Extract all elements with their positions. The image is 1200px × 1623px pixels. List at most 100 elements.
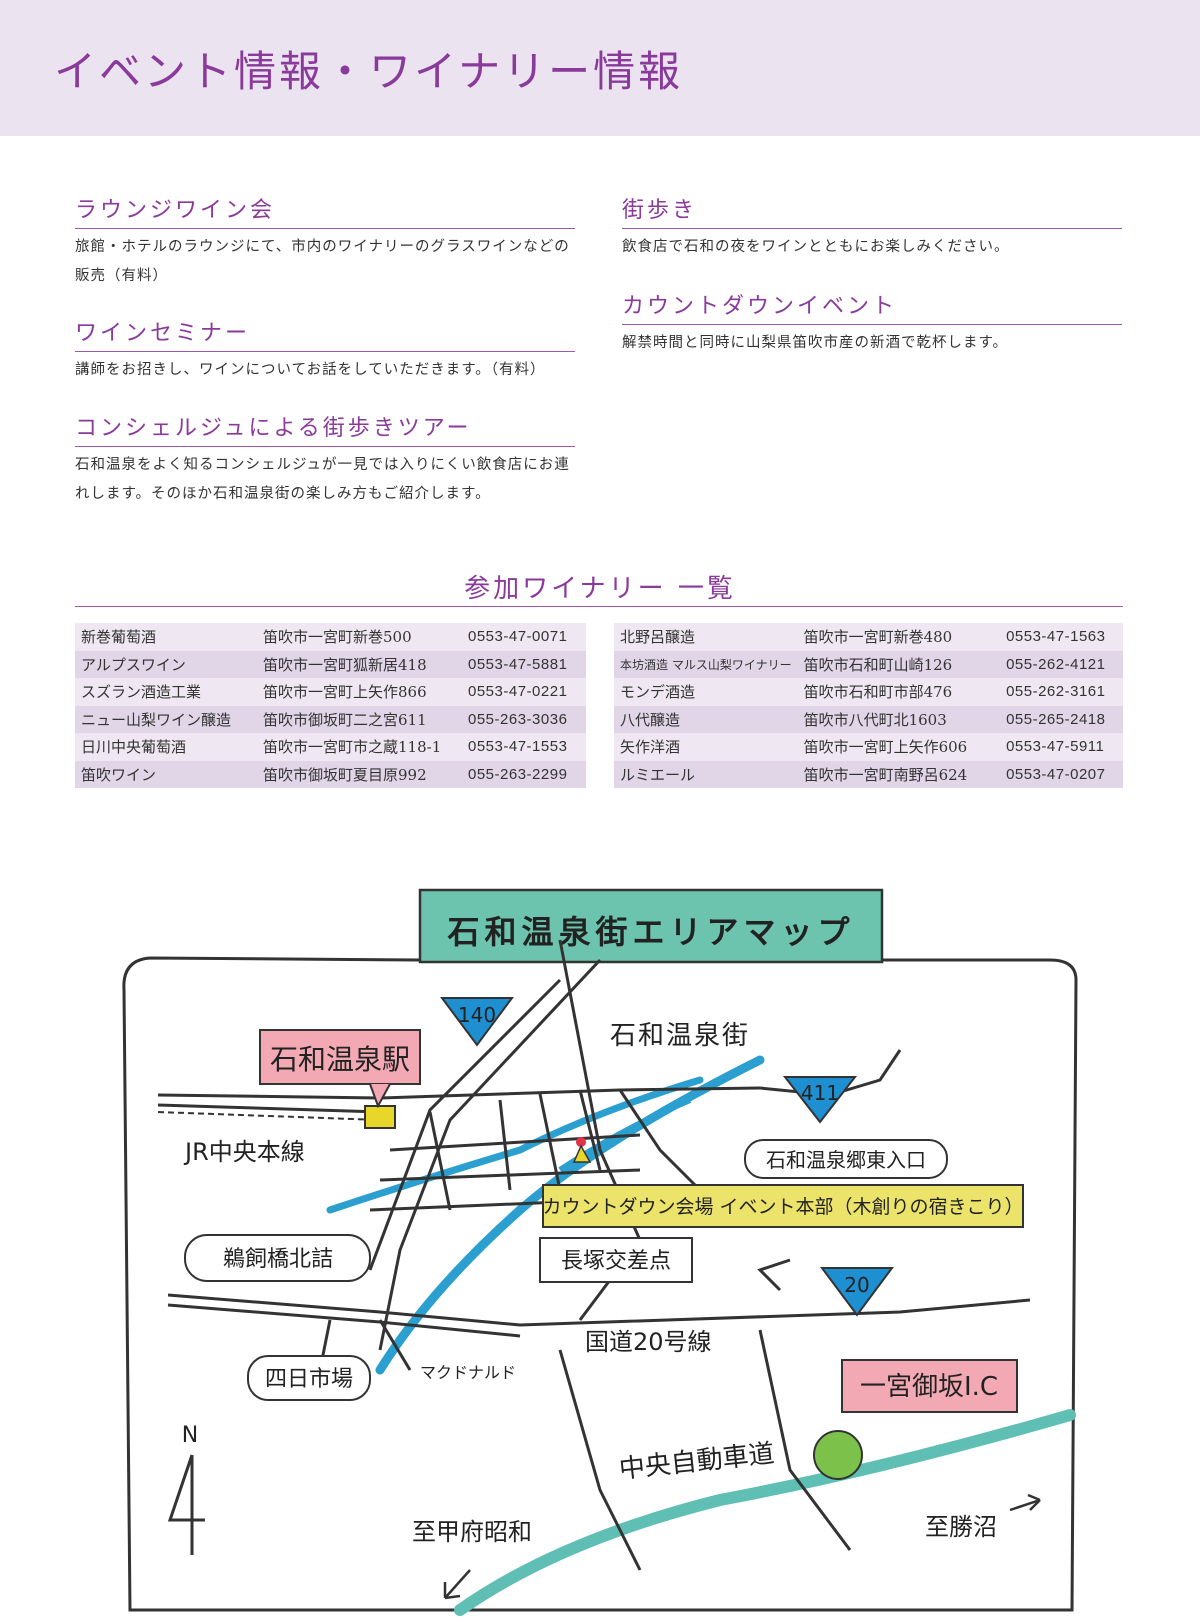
to-kofu-label: 至甲府昭和: [412, 1518, 532, 1546]
expressway-label: 中央自動車道: [618, 1439, 776, 1485]
event-countdown: カウントダウンイベント 解禁時間と同時に山梨県笛吹市産の新酒で乾杯します。: [622, 288, 1122, 358]
winery-address: 笛吹市一宮町上矢作866: [257, 678, 462, 706]
winery-phone: 0553-47-5881: [462, 650, 586, 678]
bridge-label: 鵜飼橋北詰: [223, 1247, 333, 1272]
event-seminar-title: ワインセミナー: [75, 315, 575, 352]
winery-name: ルミエール: [614, 760, 798, 788]
winery-name: スズラン酒造工業: [75, 678, 257, 706]
station-label-box: [259, 1029, 421, 1085]
winery-address: 笛吹市石和町市部476: [797, 678, 1001, 706]
winery-address: 笛吹市一宮町南野呂624: [797, 760, 1001, 788]
north-arrow-icon: [167, 1454, 205, 1555]
winery-name: 新巻葡萄酒: [75, 623, 257, 651]
winery-phone: 055-263-2299: [462, 760, 586, 788]
winery-list-divider: [75, 606, 1123, 607]
yokkaichiba-bubble: [247, 1355, 371, 1401]
event-walk-body: 飲食店で石和の夜をワインとともにお楽しみください。: [622, 239, 1010, 255]
intersection-box: [539, 1237, 693, 1283]
to-katsunuma-arrow: [1009, 1493, 1041, 1512]
yokkaichiba-label: 四日市場: [265, 1367, 353, 1392]
ic-label: 一宮御坂I.C: [860, 1372, 998, 1402]
event-countdown-title: カウントダウンイベント: [622, 288, 1122, 325]
winery-phone: 055-263-3036: [462, 705, 586, 733]
event-lounge-title: ラウンジワイン会: [75, 192, 575, 229]
winery-name: 日川中央葡萄酒: [75, 733, 257, 761]
winery-name: 北野呂醸造: [614, 623, 798, 651]
event-tour-body: 石和温泉をよく知るコンシェルジュが一見では入りにくい飲食店にお連れします。そのほ…: [75, 457, 570, 502]
event-lounge-body: 旅館・ホテルのラウンジにて、市内のワイナリーのグラスワインなどの販売（有料）: [75, 239, 570, 284]
station-marker: [364, 1105, 396, 1129]
jr-line-label: JR中央本線: [183, 1138, 305, 1166]
station-pointer: [369, 1083, 391, 1109]
ic-label-box: [841, 1359, 1018, 1413]
north-label: N: [182, 1423, 198, 1448]
district-label: 石和温泉街: [610, 1021, 750, 1051]
winery-name: 八代醸造: [614, 705, 798, 733]
winery-phone: 055-262-4121: [1000, 650, 1123, 678]
expressway-line: [454, 1409, 1076, 1616]
event-walk: 街歩き 飲食店で石和の夜をワインとともにお楽しみください。: [622, 192, 1122, 262]
winery-name: モンデ酒造: [614, 678, 798, 706]
event-tour-title: コンシェルジュによる街歩きツアー: [75, 410, 575, 447]
mcdonalds-label: マクドナルド: [420, 1363, 516, 1382]
winery-list-title: 参加ワイナリー 一覧: [464, 574, 736, 604]
winery-phone: 0553-47-5911: [1000, 733, 1123, 761]
winery-phone: 055-262-3161: [1000, 678, 1123, 706]
winery-address: 笛吹市石和町山崎126: [797, 650, 1001, 678]
map-frame: [122, 956, 1078, 1612]
area-map: 石和温泉街エリアマップ 石和温泉駅 140 411: [122, 888, 1078, 1616]
winery-name: ニュー山梨ワイン醸造: [75, 705, 257, 733]
winery-address: 笛吹市御坂町二之宮611: [257, 705, 462, 733]
winery-phone: 0553-47-0221: [462, 678, 586, 706]
winery-phone: 055-265-2418: [1000, 705, 1123, 733]
national-road-label: 国道20号線: [585, 1328, 712, 1356]
winery-name: 本坊酒造 マルス山梨ワイナリー: [614, 650, 798, 678]
ic-marker: [813, 1430, 863, 1480]
river-branch: [326, 1076, 704, 1214]
event-seminar-body: 講師をお招きし、ワインについてお話をしていただきます。（有料）: [75, 362, 546, 378]
route-140-badge: [440, 997, 514, 1047]
winery-address: 笛吹市一宮町狐新居418: [257, 650, 462, 678]
winery-address: 笛吹市一宮町新巻500: [257, 623, 462, 651]
winery-phone: 0553-47-0207: [1000, 760, 1123, 788]
winery-phone: 0553-47-1553: [462, 733, 586, 761]
east-entrance-label: 石和温泉郷東入口: [766, 1148, 926, 1172]
event-tour: コンシェルジュによる街歩きツアー 石和温泉をよく知るコンシェルジュが一見では入り…: [75, 410, 575, 509]
to-katsunuma-label: 至勝沼: [925, 1513, 997, 1541]
east-entrance-bubble: [744, 1139, 948, 1179]
winery-address: 笛吹市八代町北1603: [797, 705, 1001, 733]
winery-phone: 0553-47-0071: [462, 623, 586, 651]
winery-name: 矢作洋酒: [614, 733, 798, 761]
venue-label: カウントダウン会場 イベント本部（木創りの宿きこり）: [542, 1196, 1023, 1218]
page-title: イベント情報・ワイナリー情報: [54, 47, 684, 96]
event-walk-title: 街歩き: [622, 192, 1122, 229]
page-header: イベント情報・ワイナリー情報: [0, 0, 1200, 136]
winery-name: 笛吹ワイン: [75, 760, 257, 788]
winery-address: 笛吹市一宮町新巻480: [797, 623, 1001, 651]
route-411-label: 411: [801, 1081, 839, 1105]
route-411-badge: [782, 1076, 858, 1124]
route-20-badge: [820, 1267, 894, 1317]
winery-address: 笛吹市一宮町上矢作606: [797, 733, 1001, 761]
winery-address: 笛吹市一宮町市之蔵118-1: [257, 733, 462, 761]
winery-phone: 0553-47-1563: [1000, 623, 1123, 651]
winery-address: 笛吹市御坂町夏目原992: [257, 760, 462, 788]
venue-pin: [572, 1144, 592, 1163]
route-140-label: 140: [458, 1003, 496, 1027]
venue-label-box: [542, 1184, 1024, 1228]
intersection-label: 長塚交差点: [561, 1249, 671, 1274]
winery-name: アルプスワイン: [75, 650, 257, 678]
